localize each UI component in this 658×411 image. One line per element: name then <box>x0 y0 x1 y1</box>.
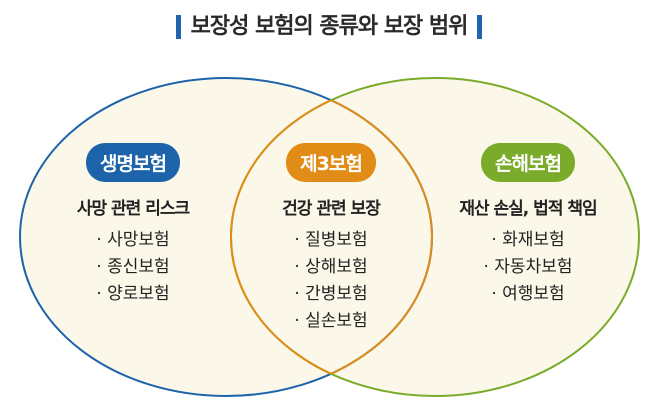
list-item: · 화재보험 <box>491 230 565 250</box>
third-group: 제3보험 건강 관련 보장 · 질병보험 · 상해보험 · 간병보험 · 실손보험 <box>226 143 436 335</box>
list-item: · 종신보험 <box>96 257 170 277</box>
third-subtitle: 건강 관련 보장 <box>282 199 381 219</box>
life-badge: 생명보험 <box>86 143 180 182</box>
list-item: · 실손보험 <box>294 311 368 331</box>
title-bar-right <box>477 15 483 39</box>
nonlife-subtitle: 재산 손실, 법적 책임 <box>459 199 597 219</box>
nonlife-group: 손해보험 재산 손실, 법적 책임 · 화재보험 · 자동차보험 · 여행보험 <box>423 143 633 308</box>
title-bar-left <box>175 15 181 39</box>
diagram-title: 보장성 보험의 종류와 보장 범위 <box>0 8 658 40</box>
list-item: · 여행보험 <box>491 284 565 304</box>
third-badge: 제3보험 <box>286 143 376 182</box>
list-item: · 간병보험 <box>294 284 368 304</box>
nonlife-badge: 손해보험 <box>481 143 575 182</box>
life-subtitle: 사망 관련 리스크 <box>76 199 190 219</box>
title-text: 보장성 보험의 종류와 보장 범위 <box>190 14 469 39</box>
list-item: · 자동차보험 <box>483 257 573 277</box>
list-item: · 상해보험 <box>294 257 368 277</box>
list-item: · 질병보험 <box>294 230 368 250</box>
list-item: · 사망보험 <box>96 230 170 250</box>
life-group: 생명보험 사망 관련 리스크 · 사망보험 · 종신보험 · 양로보험 <box>28 143 238 308</box>
list-item: · 양로보험 <box>96 284 170 304</box>
third-lens-outline <box>230 78 433 396</box>
